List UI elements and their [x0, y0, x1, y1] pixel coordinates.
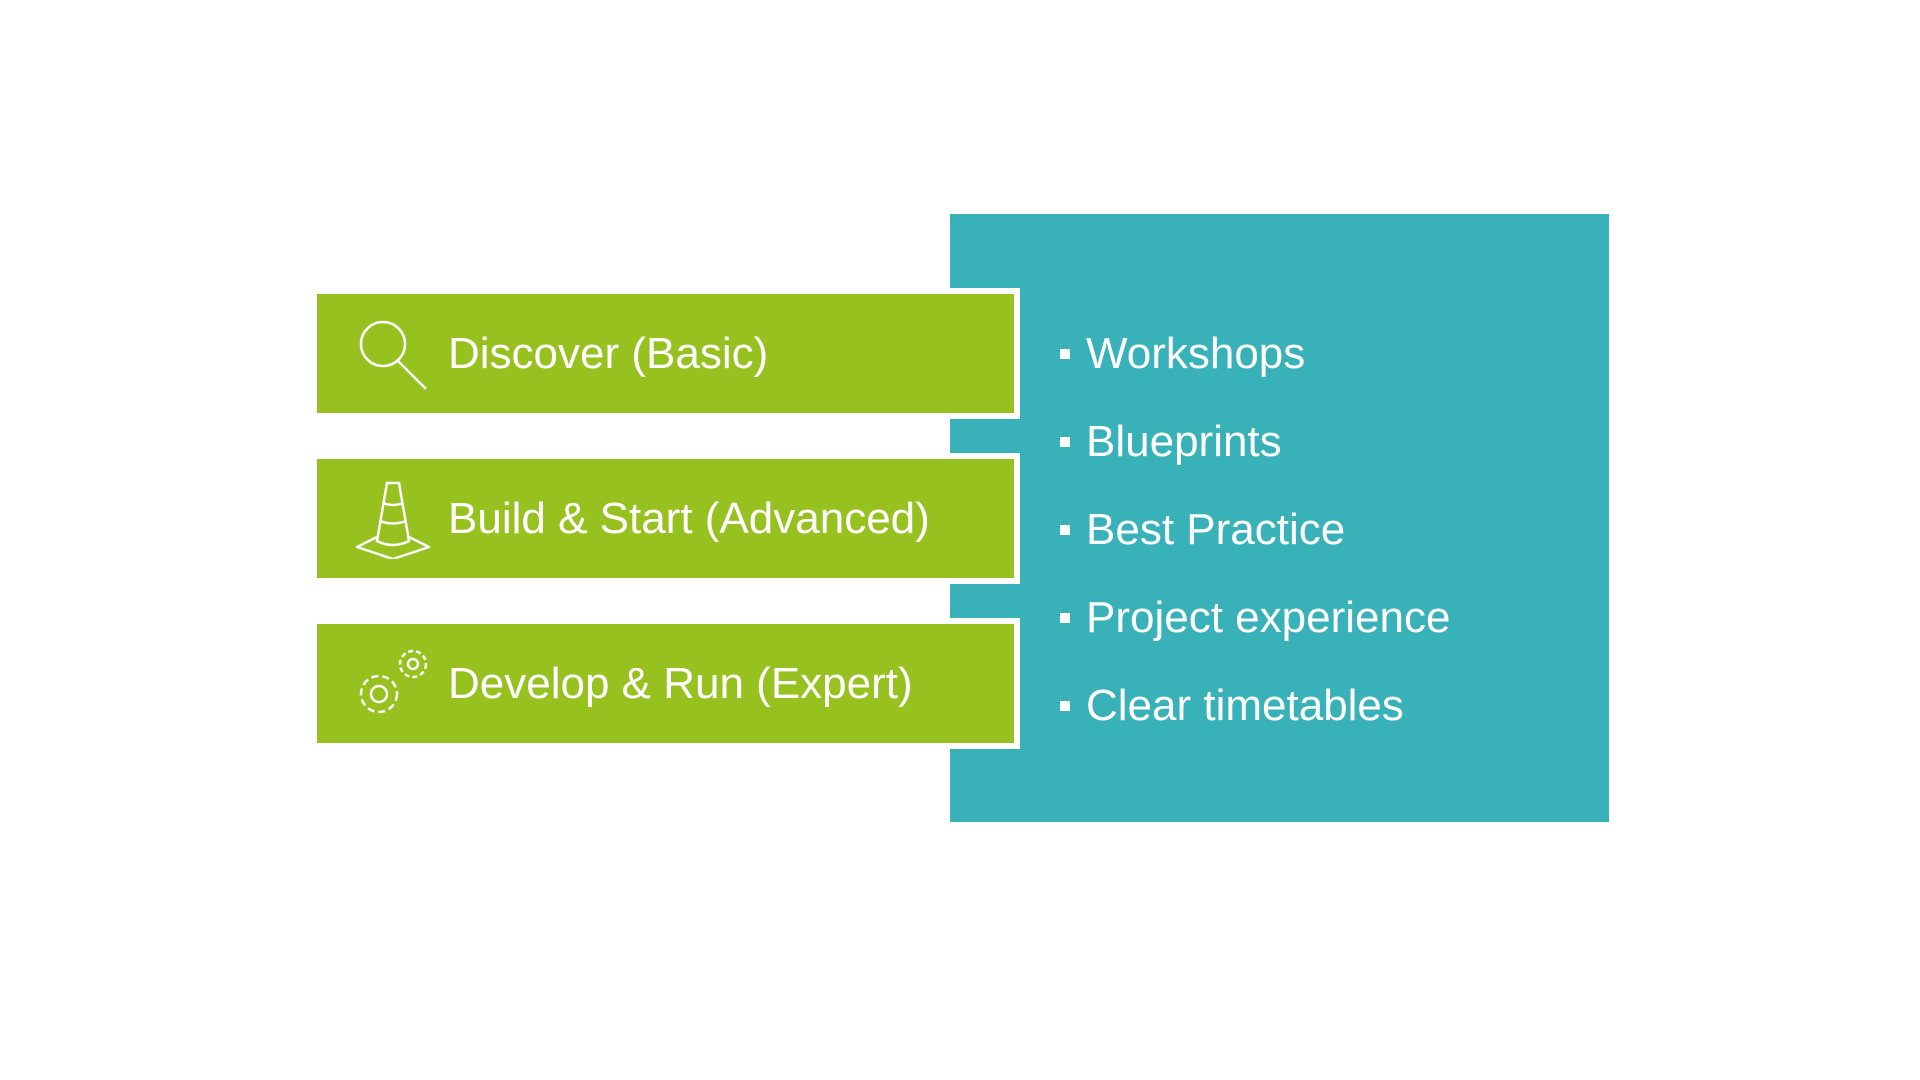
offering-label: Best Practice — [1086, 505, 1346, 554]
bullet-icon — [1060, 437, 1070, 447]
list-item: Clear timetables — [1060, 662, 1450, 750]
offering-label: Project experience — [1086, 593, 1451, 642]
gears-icon — [359, 649, 428, 713]
bullet-icon — [1060, 525, 1070, 535]
offerings-panel — [950, 214, 1609, 822]
list-item: Best Practice — [1060, 486, 1450, 574]
list-item: Project experience — [1060, 574, 1450, 662]
list-item: Workshops — [1060, 310, 1450, 398]
offering-label: Blueprints — [1086, 417, 1282, 466]
traffic-cone-icon — [355, 481, 431, 559]
level-label: Discover (Basic) — [448, 328, 769, 378]
list-item: Blueprints — [1060, 398, 1450, 486]
offering-label: Workshops — [1086, 329, 1306, 378]
level-label: Build & Start (Advanced) — [448, 493, 930, 543]
magnifier-icon — [359, 320, 427, 390]
offering-label: Clear timetables — [1086, 681, 1404, 730]
bullet-icon — [1060, 701, 1070, 711]
bullet-icon — [1060, 613, 1070, 623]
level-build-start: Build & Start (Advanced) — [317, 453, 1020, 584]
level-label: Develop & Run (Expert) — [448, 658, 913, 708]
level-discover: Discover (Basic) — [317, 288, 1020, 419]
bullet-icon — [1060, 349, 1070, 359]
level-develop-run: Develop & Run (Expert) — [317, 618, 1020, 749]
offerings-list: Workshops Blueprints Best Practice Proje… — [1060, 310, 1450, 750]
